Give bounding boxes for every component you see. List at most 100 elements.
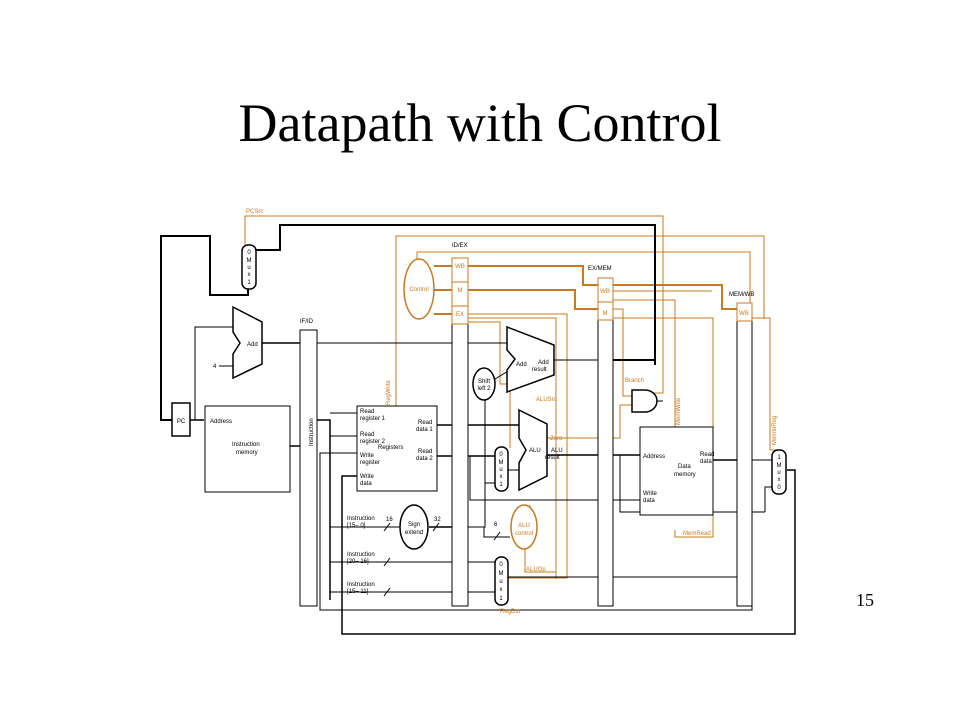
svg-text:0: 0 <box>499 562 503 568</box>
memwrite-label: MemWrite <box>676 397 682 425</box>
svg-text:WB: WB <box>739 311 749 317</box>
svg-text:u: u <box>499 467 502 473</box>
svg-text:16: 16 <box>386 517 393 523</box>
zero-label: Zero <box>550 436 563 442</box>
svg-text:M: M <box>247 258 252 264</box>
register-file: Read register 1 Read register 2 Write re… <box>356 405 438 492</box>
page-number: 15 <box>856 590 874 610</box>
writedata-wire <box>469 456 598 501</box>
svg-text:ALU: ALU <box>529 448 541 454</box>
imm-to-mux <box>468 482 495 528</box>
svg-text:ID/EX: ID/EX <box>452 243 468 249</box>
svg-text:Shift: Shift <box>478 379 490 385</box>
pc-adder: Add 4 <box>213 305 263 380</box>
regwrite-label: RegWrite <box>386 379 392 405</box>
mem-wb-register: MEM/WB WB <box>729 292 754 607</box>
svg-text:extend: extend <box>405 530 423 536</box>
id-ex-register: ID/EX WB M EX <box>451 243 469 607</box>
svg-text:1: 1 <box>777 455 781 461</box>
svg-text:Address: Address <box>643 454 665 460</box>
svg-text:4: 4 <box>213 364 217 370</box>
svg-text:0: 0 <box>499 452 503 458</box>
branch-wire <box>613 308 632 397</box>
aluop-wire <box>524 542 556 573</box>
svg-text:1: 1 <box>247 280 251 286</box>
svg-text:x: x <box>500 474 503 480</box>
svg-text:Sign: Sign <box>408 522 420 528</box>
svg-text:result: result <box>545 455 560 461</box>
svg-text:WB: WB <box>600 289 610 295</box>
svg-text:data 2: data 2 <box>416 456 433 462</box>
svg-text:u: u <box>777 470 780 476</box>
svg-text:Address: Address <box>210 419 232 425</box>
memtoreg-mux: 1 M u x 0 <box>771 449 787 495</box>
memread-label: MemRead <box>683 531 711 537</box>
svg-text:0: 0 <box>247 250 251 256</box>
svg-text:Read: Read <box>418 420 432 426</box>
alusrc-feed <box>468 321 510 385</box>
exmem-wb-wire <box>613 284 737 310</box>
svg-text:x: x <box>248 272 251 278</box>
data-memory: Address Read data Data memory Write data <box>639 426 714 516</box>
pc-register: PC <box>171 402 191 437</box>
regwrite-wire <box>395 235 765 418</box>
svg-text:32: 32 <box>434 517 441 523</box>
svg-text:ALU: ALU <box>518 523 530 529</box>
svg-text:u: u <box>499 579 502 585</box>
slide-title: Datapath with Control <box>238 93 722 153</box>
svg-text:memory: memory <box>236 450 258 456</box>
idex-wb-wire <box>468 265 598 286</box>
svg-text:Read: Read <box>360 432 374 438</box>
svg-text:0: 0 <box>777 485 781 491</box>
alusrc-mux: 0 M u x 1 <box>494 446 509 492</box>
svg-text:M: M <box>499 571 504 577</box>
svg-text:Instruction: Instruction <box>347 516 375 522</box>
data-wires <box>160 224 796 635</box>
control-unit: Control <box>403 258 435 320</box>
writeback-data-loop <box>341 469 796 635</box>
svg-text:data 1: data 1 <box>416 427 433 433</box>
memwrite-wire <box>613 299 676 427</box>
svg-text:u: u <box>247 265 250 271</box>
svg-text:Instruction: Instruction <box>347 582 375 588</box>
svg-text:Write: Write <box>360 474 375 480</box>
idex-m-wire <box>468 289 598 310</box>
svg-text:x: x <box>778 477 781 483</box>
svg-text:IF/ID: IF/ID <box>300 319 314 325</box>
branch-label: Branch <box>625 378 644 384</box>
zero-wire <box>547 404 632 439</box>
svg-text:left 2: left 2 <box>477 386 491 392</box>
funct-wire <box>483 527 510 538</box>
branch-adder: Add Add result <box>506 325 555 394</box>
svg-text:[15– 0]: [15– 0] <box>347 523 366 529</box>
ex-mem-register: EX/MEM WB M <box>588 266 614 607</box>
if-id-register: IF/ID Instruction <box>299 319 318 607</box>
svg-text:Add: Add <box>516 362 527 368</box>
svg-text:Write: Write <box>360 453 375 459</box>
exfield-wire <box>468 317 557 579</box>
svg-text:Data: Data <box>678 464 691 470</box>
svg-text:EX/MEM: EX/MEM <box>588 266 612 272</box>
svg-text:MEM/WB: MEM/WB <box>729 292 754 298</box>
svg-text:data: data <box>700 459 712 465</box>
pcsrc-label: PCSrc <box>246 209 263 215</box>
svg-text:Add: Add <box>247 342 258 348</box>
svg-text:Instruction: Instruction <box>232 442 260 448</box>
bit-ticks <box>383 522 501 597</box>
svg-text:M: M <box>458 288 463 294</box>
svg-text:Registers: Registers <box>378 445 403 451</box>
svg-text:[15– 11]: [15– 11] <box>347 589 369 595</box>
svg-text:ALU: ALU <box>551 448 563 454</box>
svg-text:M: M <box>499 460 504 466</box>
alusrc-label: ALUSrc <box>536 397 557 403</box>
sign-extend: Sign extend 16 32 6 <box>386 504 498 550</box>
control-labels: PCSrc RegWrite ALUSrc Branch MemWrite Me… <box>246 209 778 615</box>
svg-text:EX: EX <box>456 312 464 318</box>
pc-loop <box>160 235 249 421</box>
svg-text:Read: Read <box>700 452 714 458</box>
alu: ALU ALU result <box>518 408 563 492</box>
svg-text:Add: Add <box>538 360 549 366</box>
svg-text:result: result <box>532 367 547 373</box>
svg-text:register: register <box>360 460 380 466</box>
